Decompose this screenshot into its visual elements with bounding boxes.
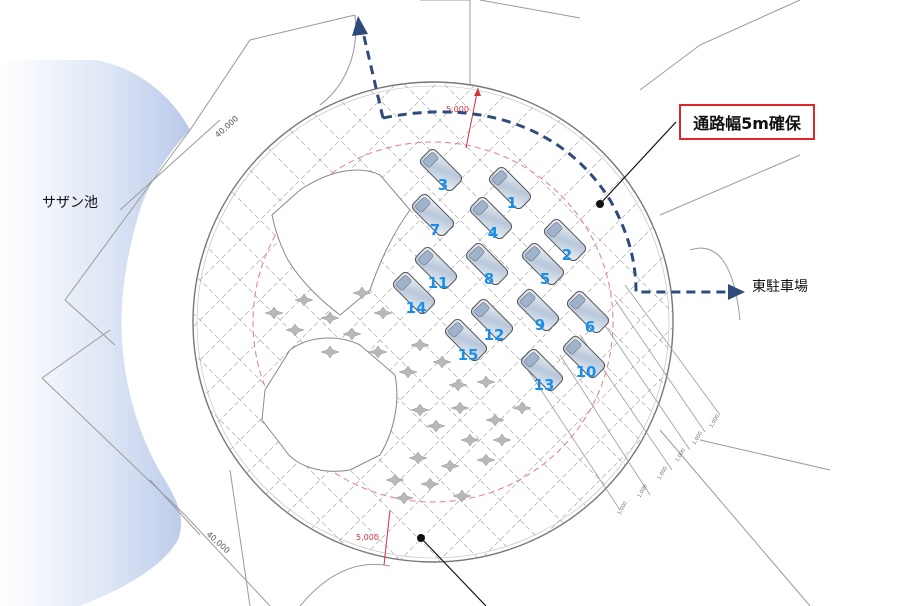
person-figure xyxy=(408,451,428,465)
vehicle-number-7: 7 xyxy=(430,221,440,239)
vehicle-number-9: 9 xyxy=(535,316,545,334)
person-figure xyxy=(352,286,372,300)
vehicle-number-12: 12 xyxy=(484,326,505,344)
stall-dim-1: 1,000 xyxy=(617,501,629,516)
person-figure xyxy=(394,491,414,505)
vehicle-number-1: 1 xyxy=(507,194,517,212)
person-figure xyxy=(285,323,305,337)
vehicle-15: 15 xyxy=(444,318,488,364)
vehicle-5: 5 xyxy=(521,242,565,288)
vehicle-14: 14 xyxy=(392,271,436,317)
person-figure xyxy=(476,375,496,389)
vehicle-number-15: 15 xyxy=(458,346,479,364)
pond-label: サザン池 xyxy=(42,195,98,211)
person-figure xyxy=(385,473,405,487)
dimension-bottom: 5,000 xyxy=(356,509,391,566)
vehicle-number-11: 11 xyxy=(428,274,449,292)
vehicle-10: 10 xyxy=(562,335,606,381)
vehicle-number-5: 5 xyxy=(540,270,550,288)
person-figure xyxy=(512,401,532,415)
stall-lines xyxy=(527,284,721,511)
vehicle-number-3: 3 xyxy=(438,176,448,194)
person-figure xyxy=(452,489,472,503)
person-figure xyxy=(373,306,393,320)
people-figures xyxy=(264,286,532,505)
callout-leader xyxy=(599,121,677,205)
person-figure xyxy=(485,413,505,427)
structure-upper xyxy=(271,169,411,316)
stall-dim-6: 1,000 xyxy=(709,414,721,429)
diameter-top-label: 40,000 xyxy=(213,114,240,139)
person-figure xyxy=(264,306,284,320)
vehicle-number-6: 6 xyxy=(585,318,595,336)
arrow-head-right xyxy=(728,284,745,300)
margin-top-label: 5,000 xyxy=(446,105,469,114)
vehicle-number-14: 14 xyxy=(406,299,427,317)
person-figure xyxy=(476,453,496,467)
person-figure xyxy=(440,459,460,473)
vehicle-number-4: 4 xyxy=(488,224,498,242)
person-figure xyxy=(420,477,440,491)
dimension-top: 5,000 xyxy=(446,87,481,149)
route-arrow xyxy=(361,31,730,294)
vehicle-3: 3 xyxy=(419,148,463,194)
diameter-bottom-label: 40,000 xyxy=(205,530,232,555)
person-figure xyxy=(432,355,452,369)
passage-width-callout: 通路幅5m確保 xyxy=(679,104,815,140)
person-figure xyxy=(450,401,470,415)
plaza-outer-circle xyxy=(192,81,674,563)
person-figure xyxy=(368,345,388,359)
stall-dim-3: 1,000 xyxy=(657,466,669,481)
arrow-head-up xyxy=(352,16,368,36)
person-figure xyxy=(320,311,340,325)
stall-dim-5: 1,000 xyxy=(692,431,704,446)
person-figure xyxy=(398,365,418,379)
vehicle-2: 2 xyxy=(543,218,587,264)
pond-area xyxy=(0,60,190,606)
bottom-leader xyxy=(420,537,487,606)
vehicle-number-10: 10 xyxy=(576,363,597,381)
structure-lower xyxy=(261,337,398,472)
person-figure xyxy=(410,338,430,352)
person-figure xyxy=(460,433,480,447)
vehicle-number-13: 13 xyxy=(534,376,555,394)
vehicle-13: 13 xyxy=(520,348,564,394)
stall-dim-2: 1,000 xyxy=(637,484,649,499)
vehicle-11: 11 xyxy=(414,246,458,292)
person-figure xyxy=(448,378,468,392)
vehicle-12: 12 xyxy=(470,298,514,344)
vehicle-4: 4 xyxy=(469,196,513,242)
person-figure xyxy=(342,327,362,341)
margin-bottom-label: 5,000 xyxy=(356,533,379,542)
setback-circle xyxy=(252,141,614,503)
vehicle-1: 1 xyxy=(488,166,532,212)
east-parking-label: 東駐車場 xyxy=(752,279,808,295)
vehicle-number-2: 2 xyxy=(562,246,572,264)
vehicle-number-8: 8 xyxy=(484,270,494,288)
vehicle-6: 6 xyxy=(566,290,610,336)
person-figure xyxy=(294,293,314,307)
person-figure xyxy=(410,403,430,417)
vehicle-8: 8 xyxy=(465,242,509,288)
vehicle-9: 9 xyxy=(516,288,560,334)
person-figure xyxy=(320,345,340,359)
vehicle-7: 7 xyxy=(411,193,455,239)
person-figure xyxy=(426,419,446,433)
road-outlines xyxy=(41,0,831,606)
person-figure xyxy=(492,433,512,447)
